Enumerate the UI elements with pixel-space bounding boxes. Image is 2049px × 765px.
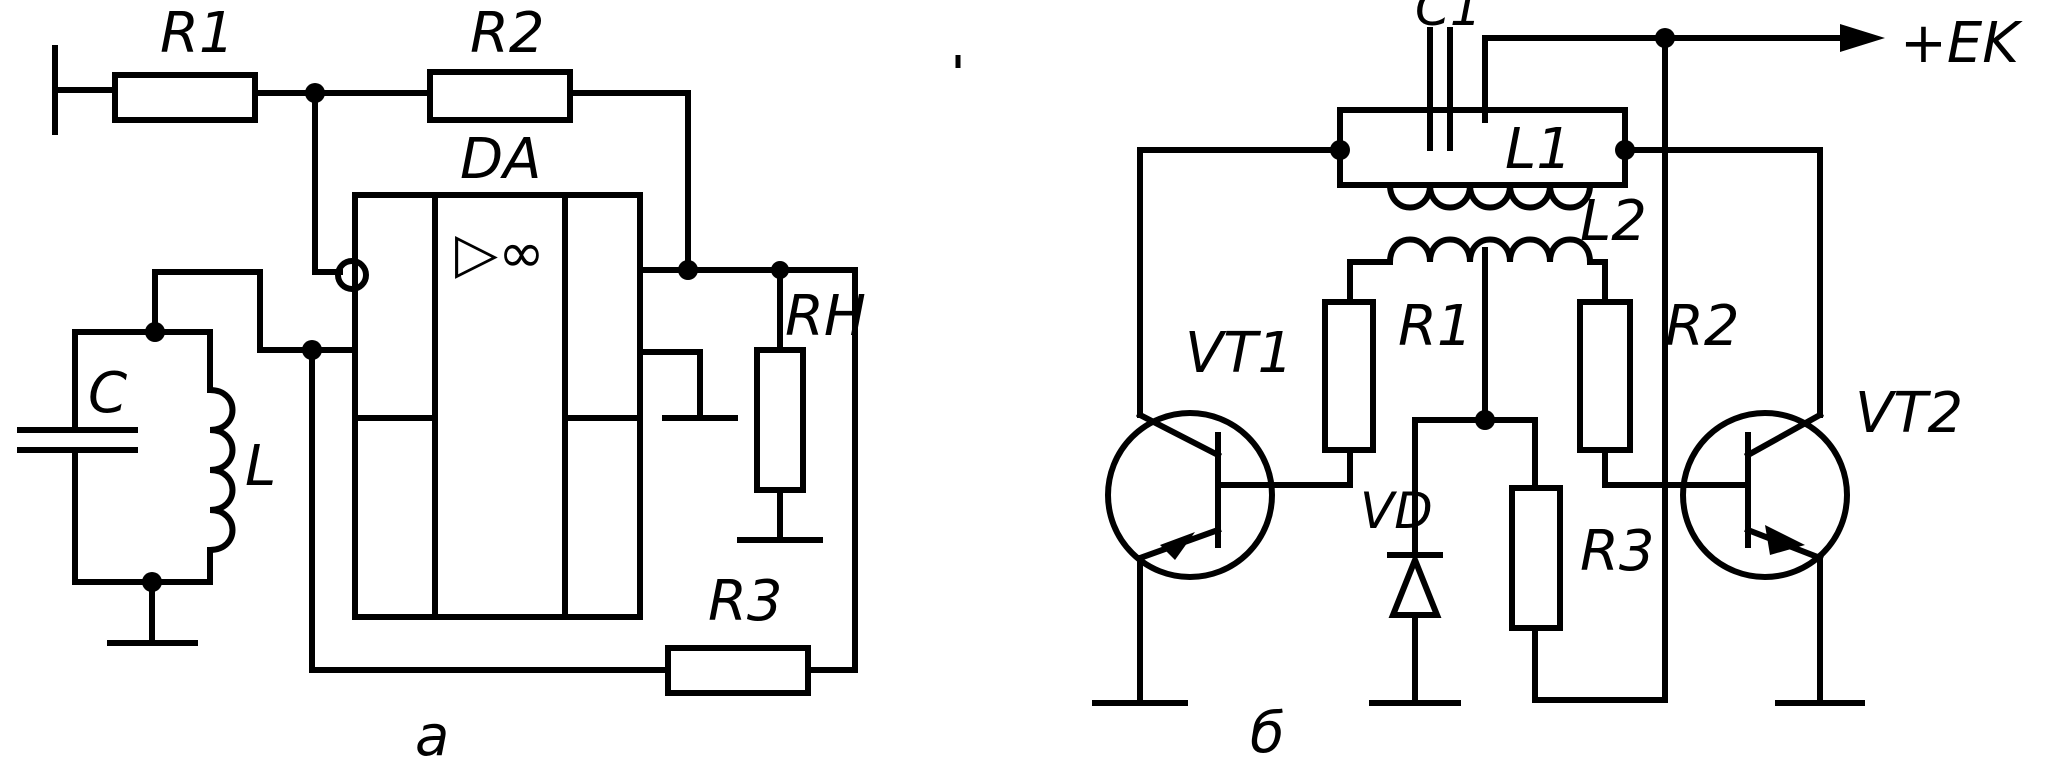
transistor-vt1 — [1105, 410, 1275, 580]
inductor-l2 — [1386, 236, 1594, 266]
diagram-a: R1 R2 DA ▷∞ C L RН R3 a — [17, 1, 961, 765]
wire — [1587, 259, 1608, 305]
caption-a: a — [415, 704, 449, 765]
label-l1: L1 — [1505, 117, 1572, 182]
label-l: L — [245, 434, 276, 499]
resistor-r3-b — [1509, 485, 1563, 631]
wire — [72, 547, 213, 585]
vt1-collector — [1135, 410, 1223, 460]
label-r3-b: R3 — [1580, 519, 1655, 584]
wire — [152, 269, 263, 353]
label-vt1: VT1 — [1185, 321, 1293, 386]
label-vt2: VT2 — [1855, 381, 1963, 446]
resistor-r2-b — [1577, 299, 1633, 453]
wire — [637, 349, 703, 421]
vt2-emitter-arrow — [1765, 525, 1805, 555]
label-r2-b: R2 — [1665, 294, 1740, 359]
wire — [1215, 447, 1353, 488]
label-l2: L2 — [1580, 189, 1647, 254]
inductor-l1 — [1386, 181, 1594, 211]
wire — [567, 90, 691, 271]
resistor-rh — [754, 347, 806, 493]
resistor-r1 — [112, 72, 258, 123]
label-c1: C1 — [1415, 0, 1482, 37]
supply-arrow — [1840, 24, 1885, 52]
opamp-da-block — [352, 192, 643, 620]
label-amp-symbol: ▷∞ — [455, 221, 545, 286]
wire — [805, 267, 858, 673]
resistor-r2 — [427, 69, 573, 123]
wire — [72, 329, 213, 403]
label-da: DA — [460, 127, 541, 192]
vt2-collector — [1743, 410, 1825, 460]
label-vd: VD — [1360, 482, 1433, 540]
label-c: C — [88, 361, 127, 426]
wire — [1532, 625, 1668, 703]
label-ek: +EK — [1900, 11, 2023, 76]
wire — [309, 347, 671, 673]
diode-vd — [1388, 551, 1442, 618]
wire — [1347, 259, 1393, 305]
inductor-l — [206, 386, 236, 554]
wire — [1412, 417, 1488, 558]
label-r3: R3 — [708, 569, 783, 634]
label-r1: R1 — [160, 1, 235, 66]
wire — [1137, 147, 1343, 418]
vt1-emitter-arrow — [1160, 532, 1195, 560]
resistor-r3 — [665, 645, 811, 696]
label-rh: RН — [785, 284, 866, 349]
transistor-vt2 — [1680, 410, 1850, 580]
wire — [1482, 35, 1858, 123]
resistor-r1-b — [1322, 299, 1376, 453]
wire — [1482, 417, 1538, 491]
wire — [1602, 447, 1751, 488]
wire — [312, 90, 343, 275]
caption-b: б — [1250, 701, 1285, 765]
label-r2: R2 — [470, 1, 545, 66]
label-r1-b: R1 — [1398, 294, 1473, 359]
wire — [1622, 147, 1823, 418]
diagram-b: C1 +EK L1 L2 VT1 VT2 R1 R2 R3 VD б — [1092, 0, 2023, 765]
inverting-input-circle — [335, 258, 369, 292]
